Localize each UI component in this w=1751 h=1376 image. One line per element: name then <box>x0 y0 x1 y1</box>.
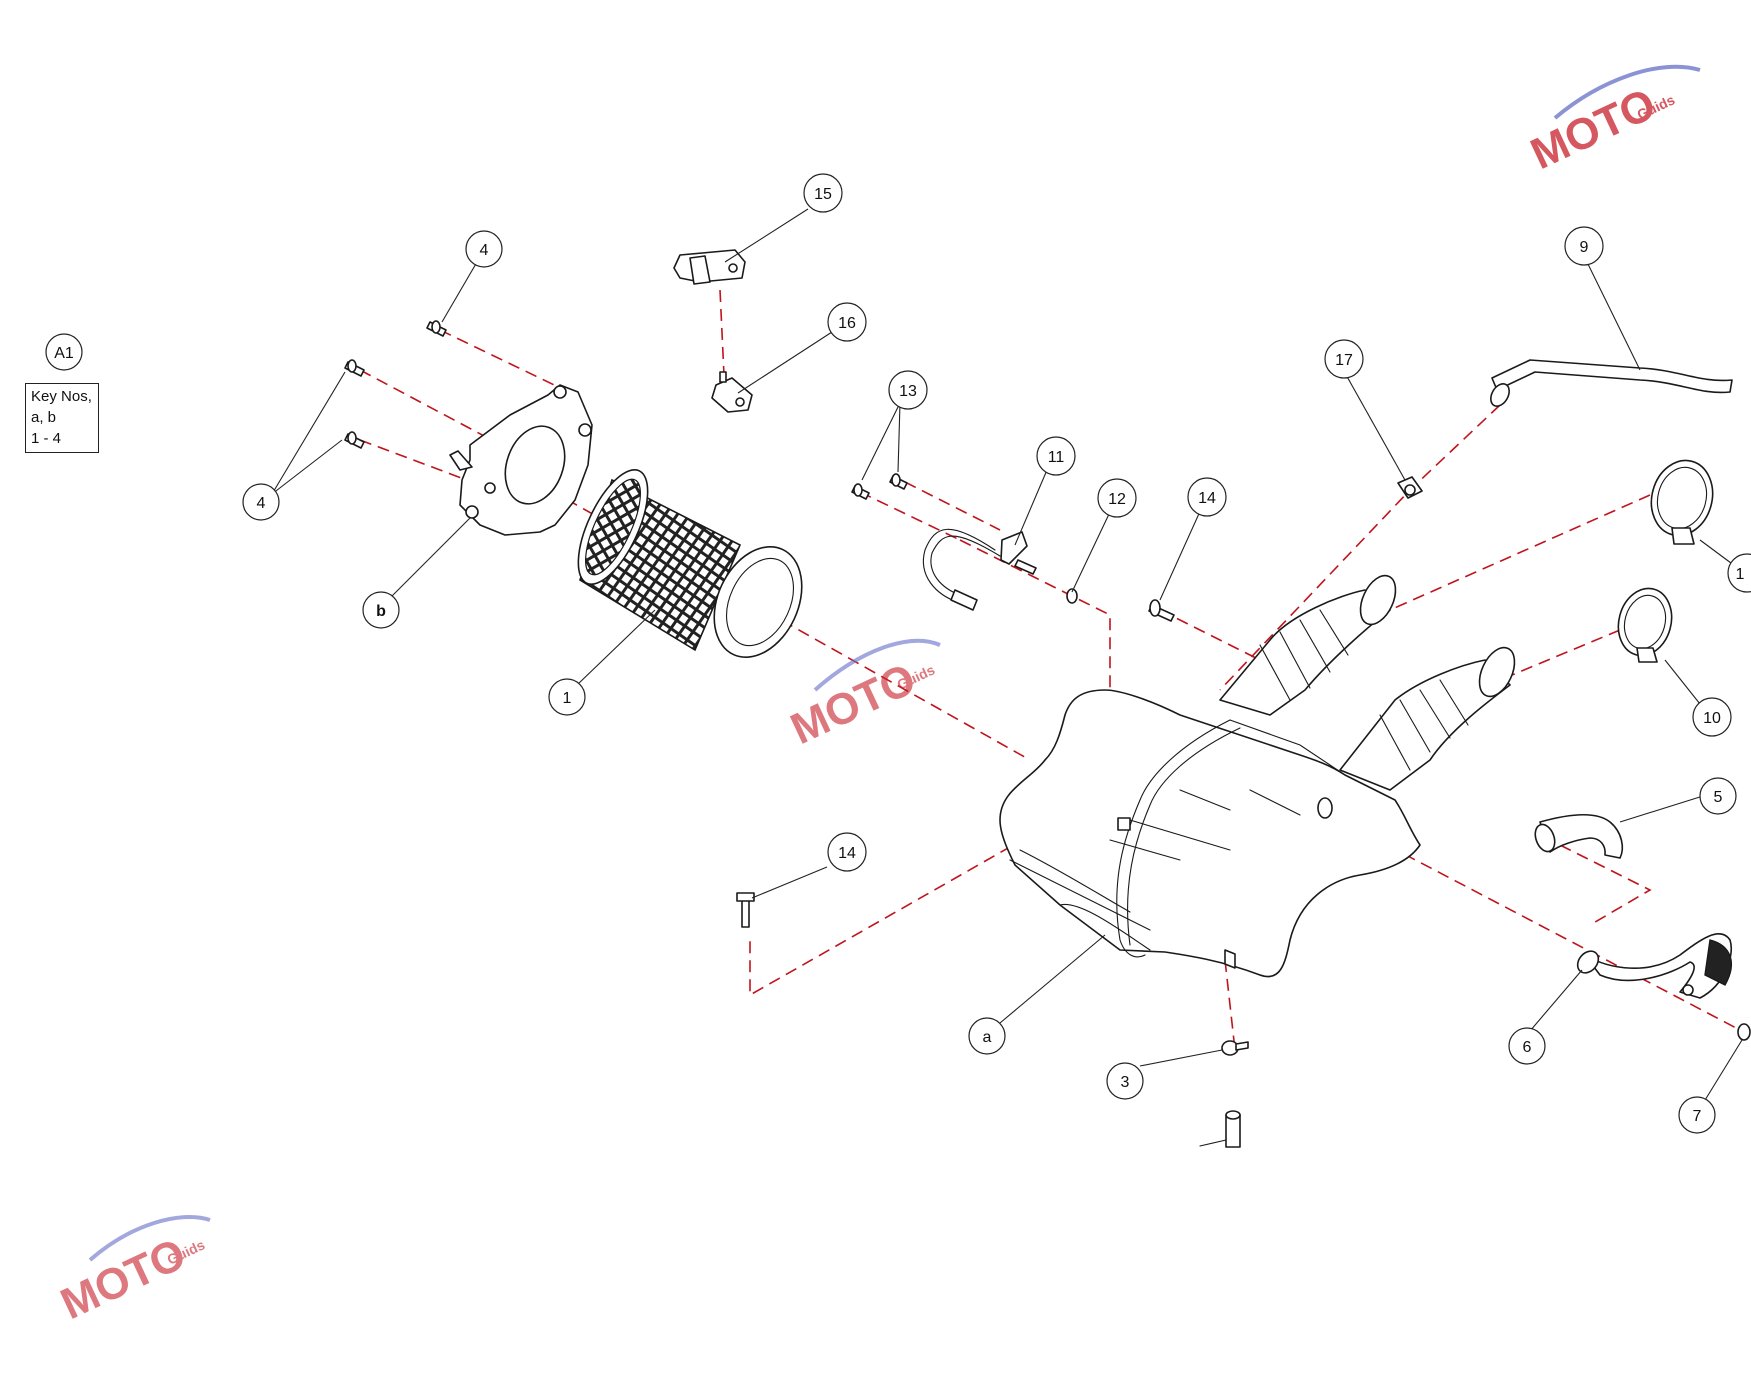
key-line-2: a, b <box>31 409 57 426</box>
svg-text:a: a <box>983 1029 992 1046</box>
svg-text:13: 13 <box>899 383 917 400</box>
watermark-top-right: MOTO Guids <box>1524 64 1701 179</box>
svg-text:4: 4 <box>480 242 489 259</box>
bolt-part-14-upper <box>1148 599 1175 622</box>
air-filter-element-part-1 <box>577 469 803 659</box>
callout-9: 9 <box>1564 226 1604 266</box>
watermark-center: MOTO Guids <box>784 638 941 754</box>
svg-text:14: 14 <box>1198 490 1216 507</box>
svg-text:14: 14 <box>838 845 856 862</box>
callout-11: 11 <box>1036 436 1076 476</box>
clip-part-17 <box>1397 476 1423 499</box>
key-numbers-box: Key Nos, a, b 1 - 4 <box>25 383 99 453</box>
svg-text:6: 6 <box>1523 1039 1532 1056</box>
callout-6: 6 <box>1508 1027 1546 1065</box>
callout-b: b <box>362 591 400 629</box>
drain-hose-lower <box>1199 1110 1241 1148</box>
svg-text:b: b <box>376 603 386 620</box>
callout-15: 15 <box>803 173 843 213</box>
callout-7: 7 <box>1678 1096 1716 1134</box>
sensor-part-15 <box>673 249 746 285</box>
svg-text:4: 4 <box>257 495 266 512</box>
svg-text:9: 9 <box>1580 239 1589 256</box>
hose-clamp-part-upper <box>1650 459 1714 545</box>
bolt-part-4-mid <box>344 359 365 377</box>
temperature-sensor-part-11 <box>922 528 1037 611</box>
svg-text:10: 10 <box>1703 710 1721 727</box>
svg-text:1: 1 <box>563 690 572 707</box>
svg-text:3: 3 <box>1121 1074 1130 1091</box>
svg-text:17: 17 <box>1335 352 1353 369</box>
callout-4-top: 4 <box>465 230 503 268</box>
svg-text:12: 12 <box>1108 491 1126 508</box>
bolt-part-14-lower <box>736 892 755 928</box>
callout-4-left: 4 <box>242 483 280 521</box>
callout-5: 5 <box>1699 777 1737 815</box>
watermark-bottom-left: MOTO Guids <box>54 1215 211 1329</box>
hose-clamp-part-10 <box>1617 587 1673 663</box>
callout-10: 10 <box>1692 697 1732 737</box>
filter-end-cover-part-b <box>449 384 593 536</box>
callout-1: 1 <box>548 678 586 716</box>
callout-17: 17 <box>1324 339 1364 379</box>
bolt-part-13-right <box>889 473 908 490</box>
airbox-part-a <box>999 574 1516 978</box>
svg-text:5: 5 <box>1714 789 1723 806</box>
bracket-part-16 <box>711 371 753 413</box>
callout-13: 13 <box>888 370 928 410</box>
breather-hose-part-9 <box>1490 359 1733 407</box>
callout-16: 16 <box>827 302 867 342</box>
svg-text:MOTO: MOTO <box>784 654 924 754</box>
bolt-part-13-left <box>851 483 870 500</box>
key-line-3: 1 - 4 <box>31 430 62 447</box>
bolt-part-4-top <box>426 320 447 337</box>
callout-14-lower: 14 <box>827 832 867 872</box>
svg-text:15: 15 <box>814 186 832 203</box>
key-line-1: Key Nos, <box>31 388 92 405</box>
svg-text:7: 7 <box>1693 1108 1702 1125</box>
callout-3: 3 <box>1106 1062 1144 1100</box>
drain-hose-part-6 <box>1576 933 1733 999</box>
washer-part-12 <box>1066 588 1078 604</box>
svg-text:MOTO: MOTO <box>1524 79 1664 179</box>
hose-clip-part-3 <box>1221 1040 1249 1056</box>
leader-lines <box>271 208 1743 1106</box>
callout-a: a <box>968 1017 1006 1055</box>
svg-text:MOTO: MOTO <box>54 1229 194 1329</box>
callout-partial-right: 1 <box>1727 553 1751 593</box>
plug-part-7 <box>1737 1023 1751 1041</box>
bolt-part-4-low <box>344 431 365 449</box>
parts <box>344 249 1751 1148</box>
svg-text:1: 1 <box>1736 566 1745 583</box>
svg-text:16: 16 <box>838 315 856 332</box>
callout-14-upper: 14 <box>1187 477 1227 517</box>
callout-a1: A1 <box>45 333 83 371</box>
callouts: A1 4 4 b 1 15 16 13 <box>45 173 1751 1134</box>
callout-12: 12 <box>1097 478 1137 518</box>
svg-text:A1: A1 <box>54 345 74 362</box>
elbow-hose-part-5 <box>1534 813 1624 859</box>
svg-text:11: 11 <box>1048 449 1065 466</box>
